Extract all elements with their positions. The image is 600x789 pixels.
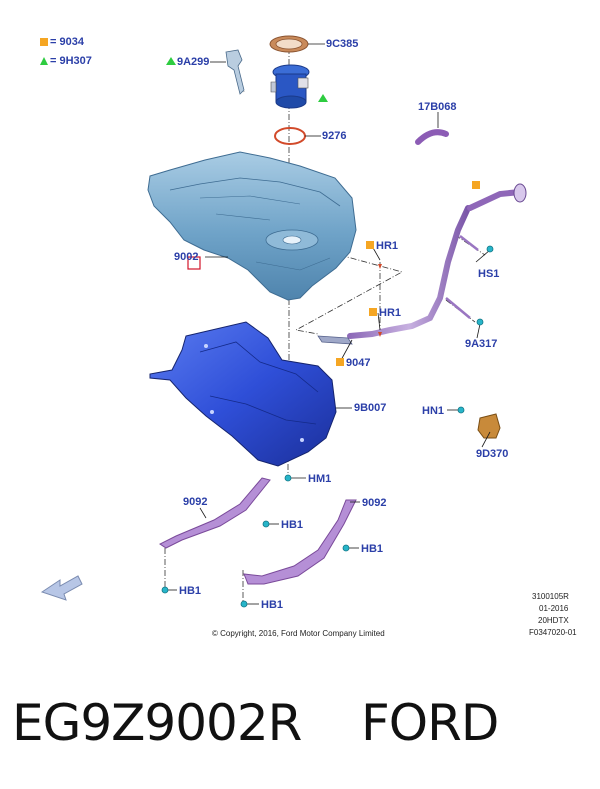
label-HB1-d: HB1 <box>261 599 284 611</box>
filler-pipe <box>347 183 527 339</box>
seal-ring <box>274 127 306 145</box>
label-9002: 9002 <box>174 251 199 263</box>
label-HM1: HM1 <box>308 473 332 485</box>
copyright-notice: © Copyright, 2016, Ford Motor Company Li… <box>212 629 385 638</box>
label-HR1-upper: HR1 <box>376 240 399 252</box>
label-HS1: HS1 <box>478 268 500 280</box>
label-17B068: 17B068 <box>418 101 457 113</box>
legend-triangle-icon <box>40 57 48 65</box>
label-HR1-lower: HR1 <box>379 307 402 319</box>
label-9B007: 9B007 <box>354 402 387 414</box>
label-HB1-a: HB1 <box>281 519 304 531</box>
label-9C385: 9C385 <box>326 38 359 50</box>
legend-9034: = 9034 <box>50 36 84 48</box>
label-9276: 9276 <box>322 130 347 142</box>
fastener-markers <box>161 245 494 608</box>
legend-square-icon <box>40 38 48 46</box>
green-triangle-markers <box>166 57 328 102</box>
straps <box>159 477 357 585</box>
label-HB1-c: HB1 <box>179 585 202 597</box>
label-9047: 9047 <box>346 357 371 369</box>
gasket-ring <box>269 35 309 53</box>
diagram-drawing <box>40 35 527 608</box>
legend-9H307: = 9H307 <box>50 55 92 67</box>
label-HN1: HN1 <box>422 405 445 417</box>
label-9A317: 9A317 <box>465 338 498 350</box>
heat-shield <box>149 321 337 467</box>
fuel-tank <box>147 151 357 301</box>
part-number-caption: EG9Z9002R FORD <box>12 694 499 752</box>
label-9092-left: 9092 <box>183 496 208 508</box>
exploded-parts-diagram: = 9034 = 9H307 9C385 9A299 9276 17B068 9… <box>40 35 577 638</box>
canister-9D370 <box>477 413 501 439</box>
meta-figure-id: F0347020-01 <box>529 628 577 637</box>
fuel-pump-module <box>270 64 310 109</box>
red-square-marker <box>187 256 201 270</box>
meta-series: 20HDTX <box>538 616 569 625</box>
label-9A299: 9A299 <box>177 56 210 68</box>
hose-17B068 <box>415 129 449 145</box>
vent-tube <box>317 335 353 345</box>
meta-date: 01-2016 <box>539 604 569 613</box>
leader-lines <box>165 43 491 605</box>
label-9D370: 9D370 <box>476 448 509 460</box>
direction-arrow <box>40 575 83 601</box>
label-HB1-b: HB1 <box>361 543 384 555</box>
label-9092-right: 9092 <box>362 497 387 509</box>
bracket-9A299 <box>225 49 245 95</box>
orange-arrow-markers <box>378 264 382 337</box>
meta-code: 3100105R <box>532 592 569 601</box>
orange-square-markers <box>336 181 480 366</box>
